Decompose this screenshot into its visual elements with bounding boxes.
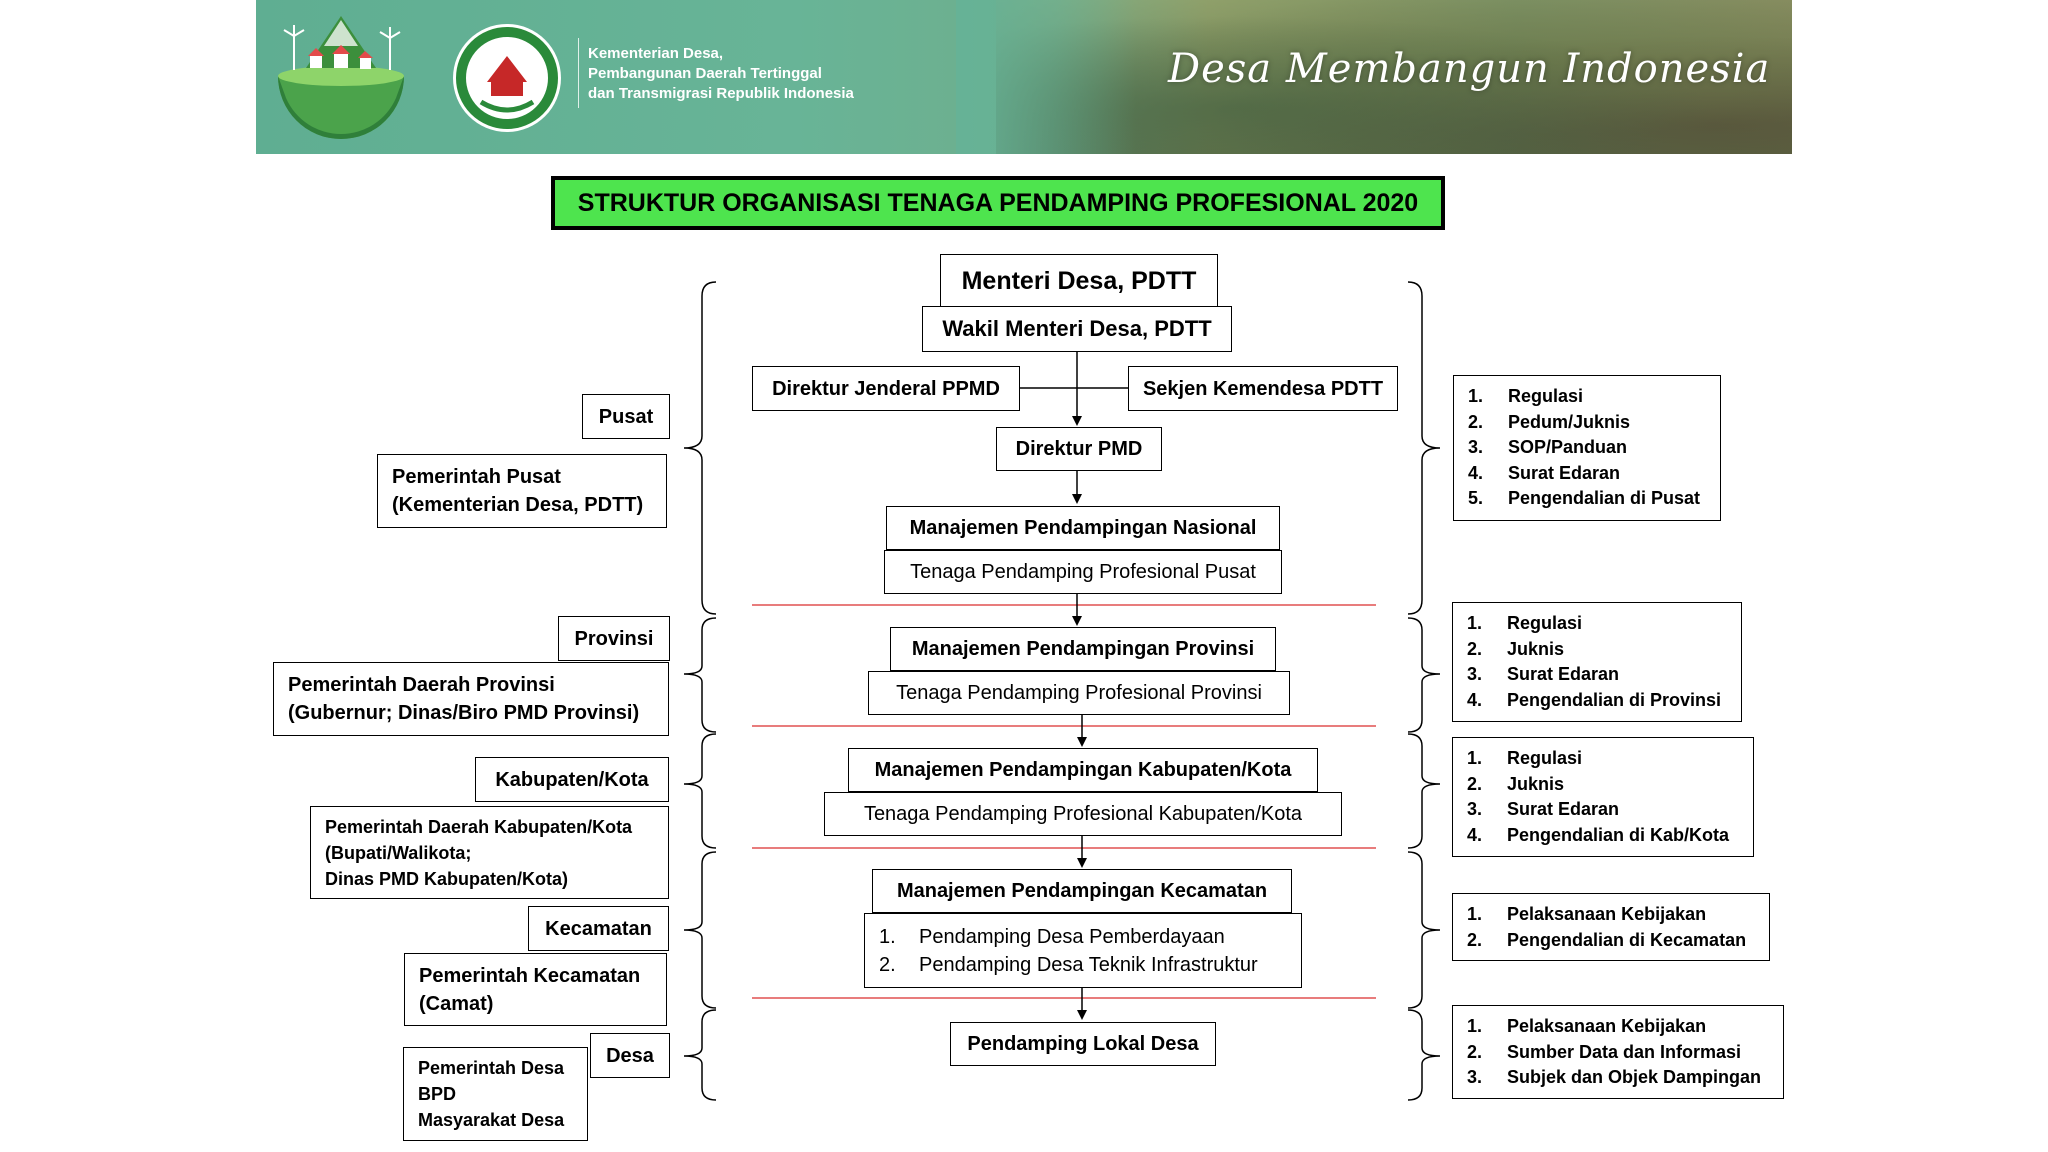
list-item-number: 4. <box>1467 689 1483 710</box>
list-item-text: Juknis <box>1507 773 1565 794</box>
list-item: 2. Juknis <box>1467 772 1739 798</box>
list-item-text: Regulasi <box>1507 748 1583 768</box>
list-item-number: 2. <box>1467 929 1483 950</box>
level-provinsi: Provinsi <box>558 616 670 661</box>
functions-kecamatan: 1. Pelaksanaan Kebijakan 2. Pengendalian di… <box>1452 893 1770 961</box>
header-banner: Kementerian Desa, Pembangunan Daerah Ter… <box>256 0 1792 154</box>
list-item-text: Pengendalian di Kab/Kota <box>1507 824 1730 845</box>
list-item-text: Pendamping Desa Teknik Infrastruktur <box>919 953 1258 976</box>
list-item-number: 3. <box>1467 1067 1483 1087</box>
tpp-pusat-box: Tenaga Pendamping Profesional Pusat <box>884 550 1282 594</box>
list-item-number: 2. <box>1468 411 1484 432</box>
gov-pusat-box: Pemerintah Pusat (Kementerian Desa, PDTT… <box>377 454 667 528</box>
functions-kabupaten: 1. Regulasi 2. Juknis 3. Surat Edaran 4. Pengen… <box>1452 737 1754 857</box>
sekjen-box: Sekjen Kemendesa PDTT <box>1128 366 1398 411</box>
tpp-kabupaten-box: Tenaga Pendamping Profesional Kabupaten/… <box>824 792 1342 836</box>
mp-kabupaten-box: Manajemen Pendampingan Kabupaten/Kota <box>848 748 1318 792</box>
list-item: 4. Pengendalian di Kab/Kota <box>1467 823 1739 849</box>
list-item-number: 3. <box>1467 799 1483 819</box>
list-item-text: Pengendalian di Pusat <box>1508 488 1701 508</box>
menteri-box: Menteri Desa, PDTT <box>940 254 1218 308</box>
list-item-text: SOP/Panduan <box>1508 437 1628 457</box>
list-item-number: 2. <box>1467 773 1483 794</box>
list-item: 3. Surat Edaran <box>1467 662 1727 688</box>
kecamatan-pendamping-list: 1. Pendamping Desa Pemberdayaan 2. Pendampi… <box>864 913 1302 988</box>
list-item: 3. Subjek dan Objek Dampingan <box>1467 1065 1769 1091</box>
list-item: 2. Pendamping Desa Teknik Infrastruktur <box>879 951 1258 979</box>
list-item-text: Regulasi <box>1508 386 1584 406</box>
list-item-text: Surat Edaran <box>1507 664 1620 684</box>
list-item-text: Juknis <box>1507 638 1565 659</box>
list-item-text: Sumber Data dan Informasi <box>1507 1041 1742 1062</box>
level-kabupaten: Kabupaten/Kota <box>475 757 669 802</box>
list-item: 3. Surat Edaran <box>1467 797 1739 823</box>
gov-kecamatan-box: Pemerintah Kecamatan (Camat) <box>404 953 667 1026</box>
functions-pusat: 1. Regulasi 2. Pedum/Juknis 3. SOP/Panduan 4. S… <box>1453 375 1721 521</box>
ministry-seal-logo <box>453 24 561 132</box>
list-item-text: Pengendalian di Provinsi <box>1507 689 1722 710</box>
list-item-text: Pengendalian di Kecamatan <box>1507 929 1747 950</box>
list-item-number: 3. <box>1468 437 1484 457</box>
list-item-number: 4. <box>1468 462 1484 483</box>
functions-desa: 1. Pelaksanaan Kebijakan 2. Sumber Data dan… <box>1452 1005 1784 1099</box>
list-item-number: 4. <box>1467 824 1483 845</box>
list-item: 3. SOP/Panduan <box>1468 435 1706 461</box>
list-item: 2. Pedum/Juknis <box>1468 410 1706 436</box>
level-desa: Desa <box>590 1033 670 1078</box>
ministry-name: Kementerian Desa, Pembangunan Daerah Ter… <box>588 45 854 102</box>
list-item: 1. Regulasi <box>1467 611 1727 637</box>
list-item-number: 2. <box>879 953 896 976</box>
list-item-number: 1. <box>1467 904 1483 924</box>
direktur-pmd-box: Direktur PMD <box>996 427 1162 471</box>
list-item-number: 1. <box>879 925 896 948</box>
list-item-number: 2. <box>1467 638 1483 659</box>
mp-kecamatan-box: Manajemen Pendampingan Kecamatan <box>872 869 1292 913</box>
list-item-text: Pelaksanaan Kebijakan <box>1507 904 1707 924</box>
dirjen-box: Direktur Jenderal PPMD <box>752 366 1020 411</box>
page-title: STRUKTUR ORGANISASI TENAGA PENDAMPING PR… <box>551 176 1445 230</box>
level-pusat: Pusat <box>582 394 670 439</box>
list-item-text: Regulasi <box>1507 613 1583 633</box>
gov-kabupaten-box: Pemerintah Daerah Kabupaten/Kota (Bupati… <box>310 806 669 899</box>
list-item-text: Surat Edaran <box>1508 462 1621 483</box>
list-item: 1. Pelaksanaan Kebijakan <box>1467 902 1755 928</box>
wakil-menteri-box: Wakil Menteri Desa, PDTT <box>922 306 1232 352</box>
gov-provinsi-box: Pemerintah Daerah Provinsi (Gubernur; Di… <box>273 662 669 736</box>
list-item-text: Pelaksanaan Kebijakan <box>1507 1016 1707 1036</box>
list-item-text: Surat Edaran <box>1507 799 1620 819</box>
list-item-number: 5. <box>1468 488 1484 508</box>
list-item-number: 3. <box>1467 664 1483 684</box>
list-item-text: Pedum/Juknis <box>1508 411 1631 432</box>
list-item-number: 2. <box>1467 1041 1483 1062</box>
list-item-number: 1. <box>1467 748 1483 768</box>
mp-provinsi-box: Manajemen Pendampingan Provinsi <box>890 627 1276 671</box>
list-item: 1. Regulasi <box>1467 746 1739 772</box>
list-item: 2. Sumber Data dan Informasi <box>1467 1040 1769 1066</box>
list-item: 5. Pengendalian di Pusat <box>1468 486 1706 512</box>
list-item: 1. Pendamping Desa Pemberdayaan <box>879 923 1258 951</box>
tpp-provinsi-box: Tenaga Pendamping Profesional Provinsi <box>868 671 1290 715</box>
list-item-number: 1. <box>1468 386 1484 406</box>
list-item-text: Subjek dan Objek Dampingan <box>1507 1067 1762 1087</box>
gov-desa-box: Pemerintah Desa BPD Masyarakat Desa <box>403 1047 588 1141</box>
banner-tagline: Desa Membangun Indonesia <box>1168 46 1771 92</box>
mp-nasional-box: Manajemen Pendampingan Nasional <box>886 506 1280 550</box>
level-kecamatan: Kecamatan <box>528 906 669 951</box>
list-item-text: Pendamping Desa Pemberdayaan <box>919 925 1225 948</box>
list-item-number: 1. <box>1467 1016 1483 1036</box>
list-item: 2. Pengendalian di Kecamatan <box>1467 928 1755 954</box>
lokal-desa-box: Pendamping Lokal Desa <box>950 1022 1216 1066</box>
list-item: 2. Juknis <box>1467 637 1727 663</box>
list-item: 4. Pengendalian di Provinsi <box>1467 688 1727 714</box>
functions-provinsi: 1. Regulasi 2. Juknis 3. Surat Edaran 4. Pengen… <box>1452 602 1742 722</box>
list-item: 1. Pelaksanaan Kebijakan <box>1467 1014 1769 1040</box>
village-globe-logo <box>278 16 404 139</box>
list-item-number: 1. <box>1467 613 1483 633</box>
list-item: 1. Regulasi <box>1468 384 1706 410</box>
list-item: 4. Surat Edaran <box>1468 461 1706 487</box>
